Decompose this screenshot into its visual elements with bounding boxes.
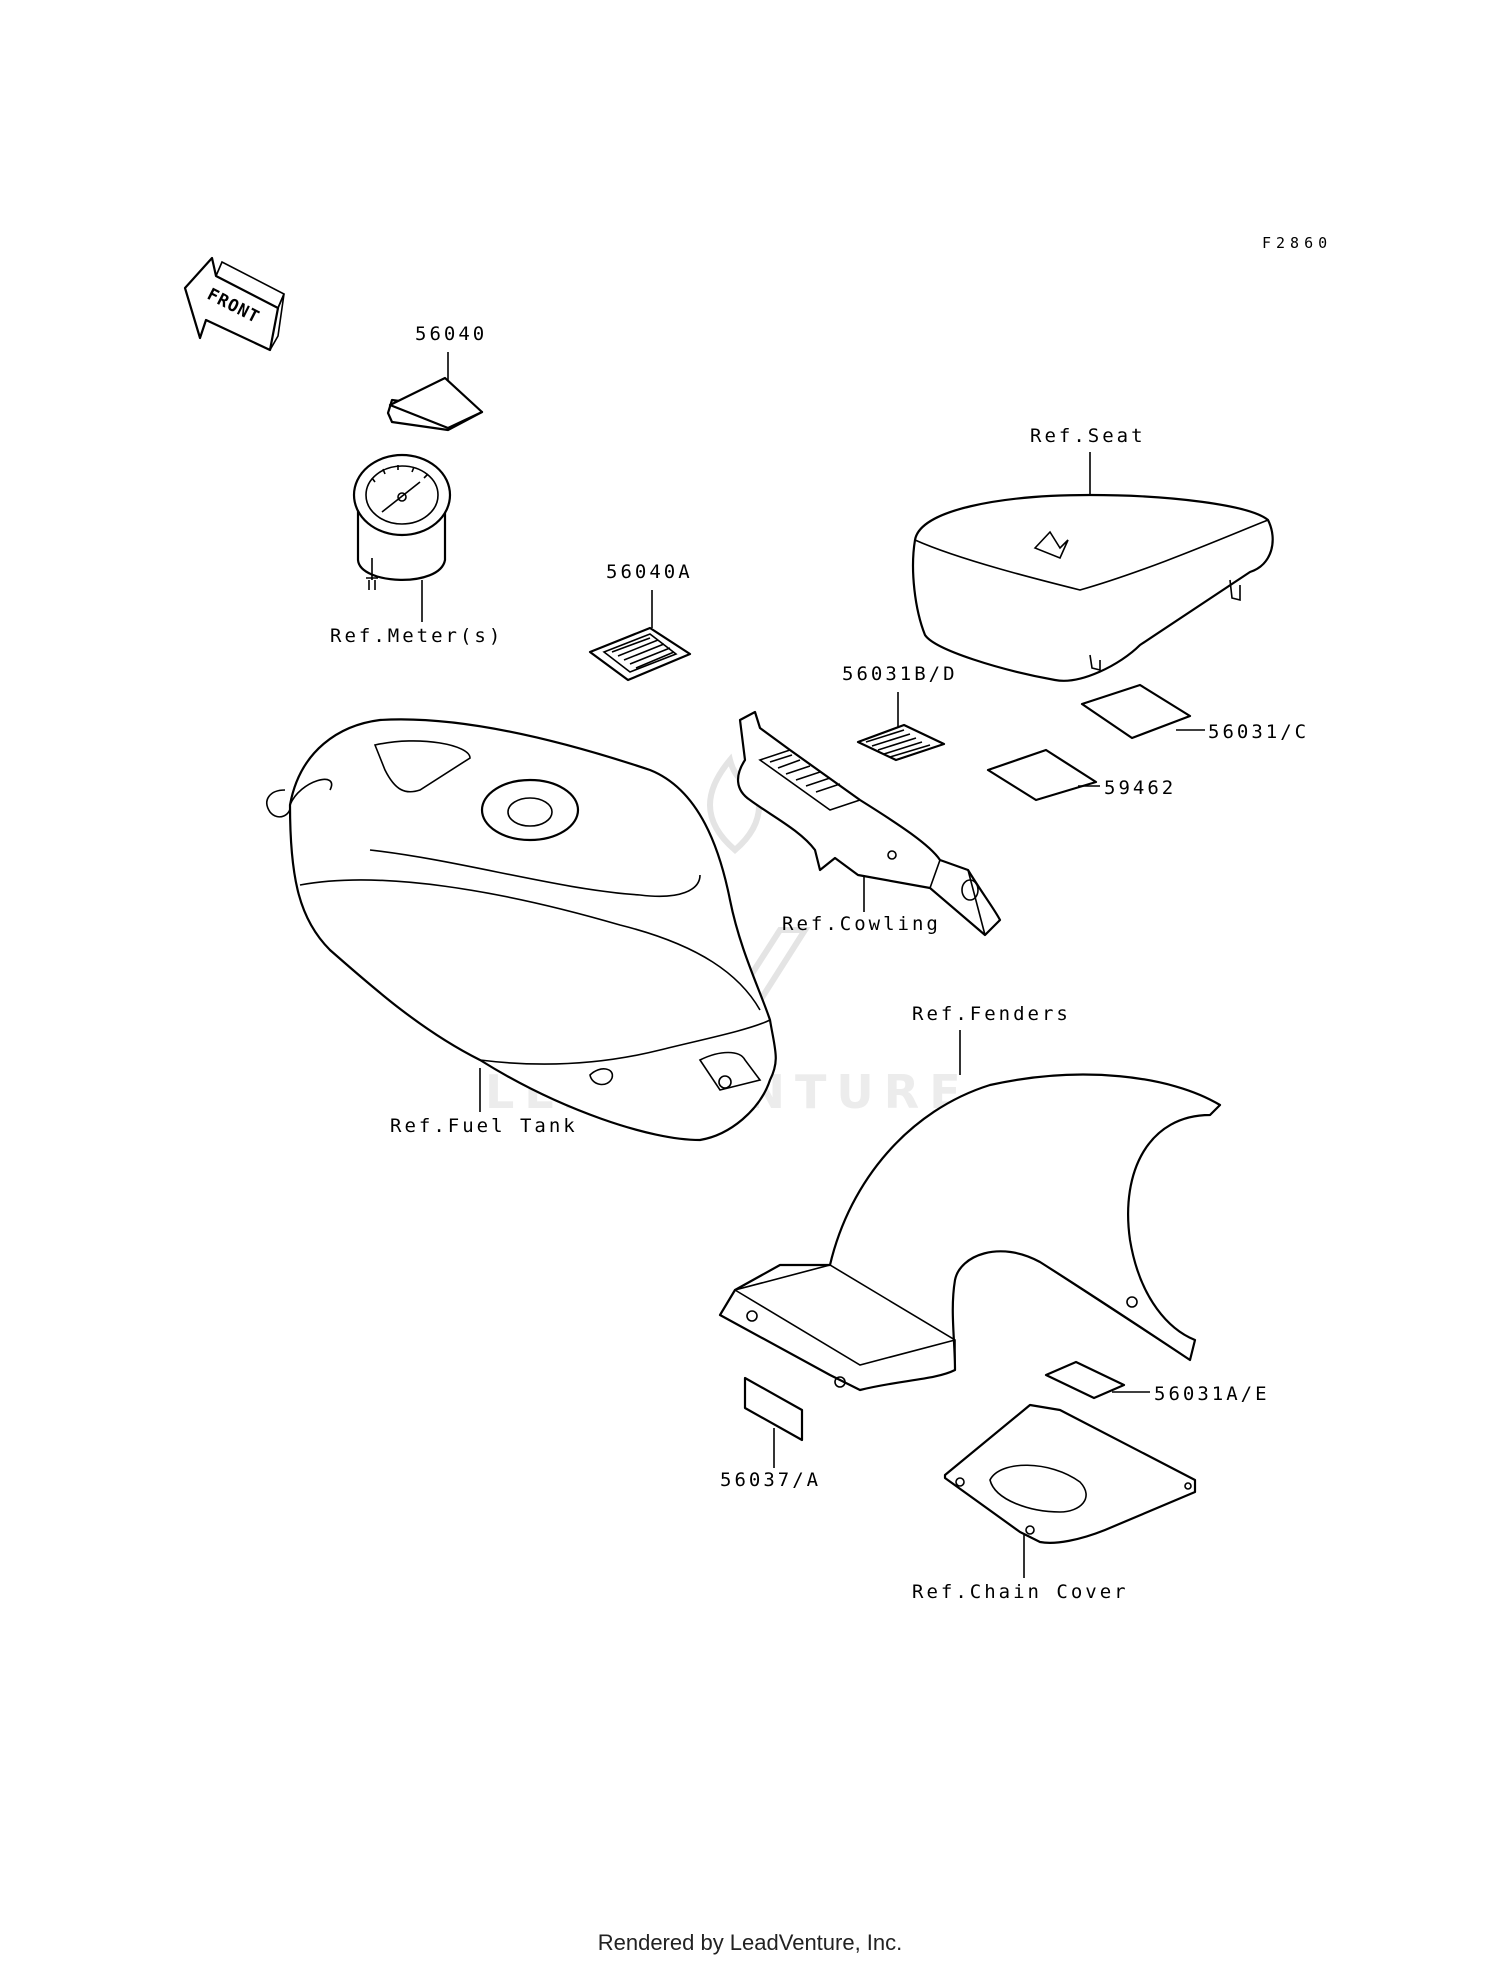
seat-icon [911, 493, 1274, 682]
callout-meter: Ref.Meter(s) [330, 625, 503, 647]
callout-56037A: 56037/A [720, 1469, 821, 1491]
callout-seat: Ref.Seat [1030, 425, 1146, 447]
footer-credit: Rendered by LeadVenture, Inc. [597, 1930, 903, 1955]
callout-56031AE: 56031A/E [1154, 1383, 1270, 1405]
decal-56040A [588, 626, 692, 682]
figure-code: F2860 [1262, 234, 1332, 252]
callout-56031C: 56031/C [1208, 721, 1309, 743]
callout-56031BD: 56031B/D [842, 663, 958, 685]
decal-56037A [743, 1376, 804, 1442]
callout-cowling: Ref.Cowling [782, 913, 941, 935]
callout-fenders: Ref.Fenders [912, 1003, 1071, 1025]
chain-cover-icon [943, 1403, 1197, 1544]
callout-fuel-tank: Ref.Fuel Tank [390, 1115, 578, 1137]
callout-56040A: 56040A [606, 561, 693, 583]
fenders-icon [718, 1073, 1222, 1392]
decal-56031BD [856, 723, 946, 762]
callout-56040: 56040 [415, 323, 487, 345]
front-arrow-icon: FRONT [183, 256, 286, 352]
fuel-tank-icon [266, 718, 777, 1142]
decal-56031C [1080, 683, 1192, 740]
callout-chain-cover: Ref.Chain Cover [912, 1581, 1129, 1603]
cowling-icon [737, 710, 1002, 937]
decal-59462 [986, 748, 1098, 802]
decal-56031AE [1044, 1360, 1126, 1400]
decal-56040-shape [388, 376, 484, 430]
callout-59462: 59462 [1104, 777, 1176, 799]
meter-icon [352, 453, 452, 590]
